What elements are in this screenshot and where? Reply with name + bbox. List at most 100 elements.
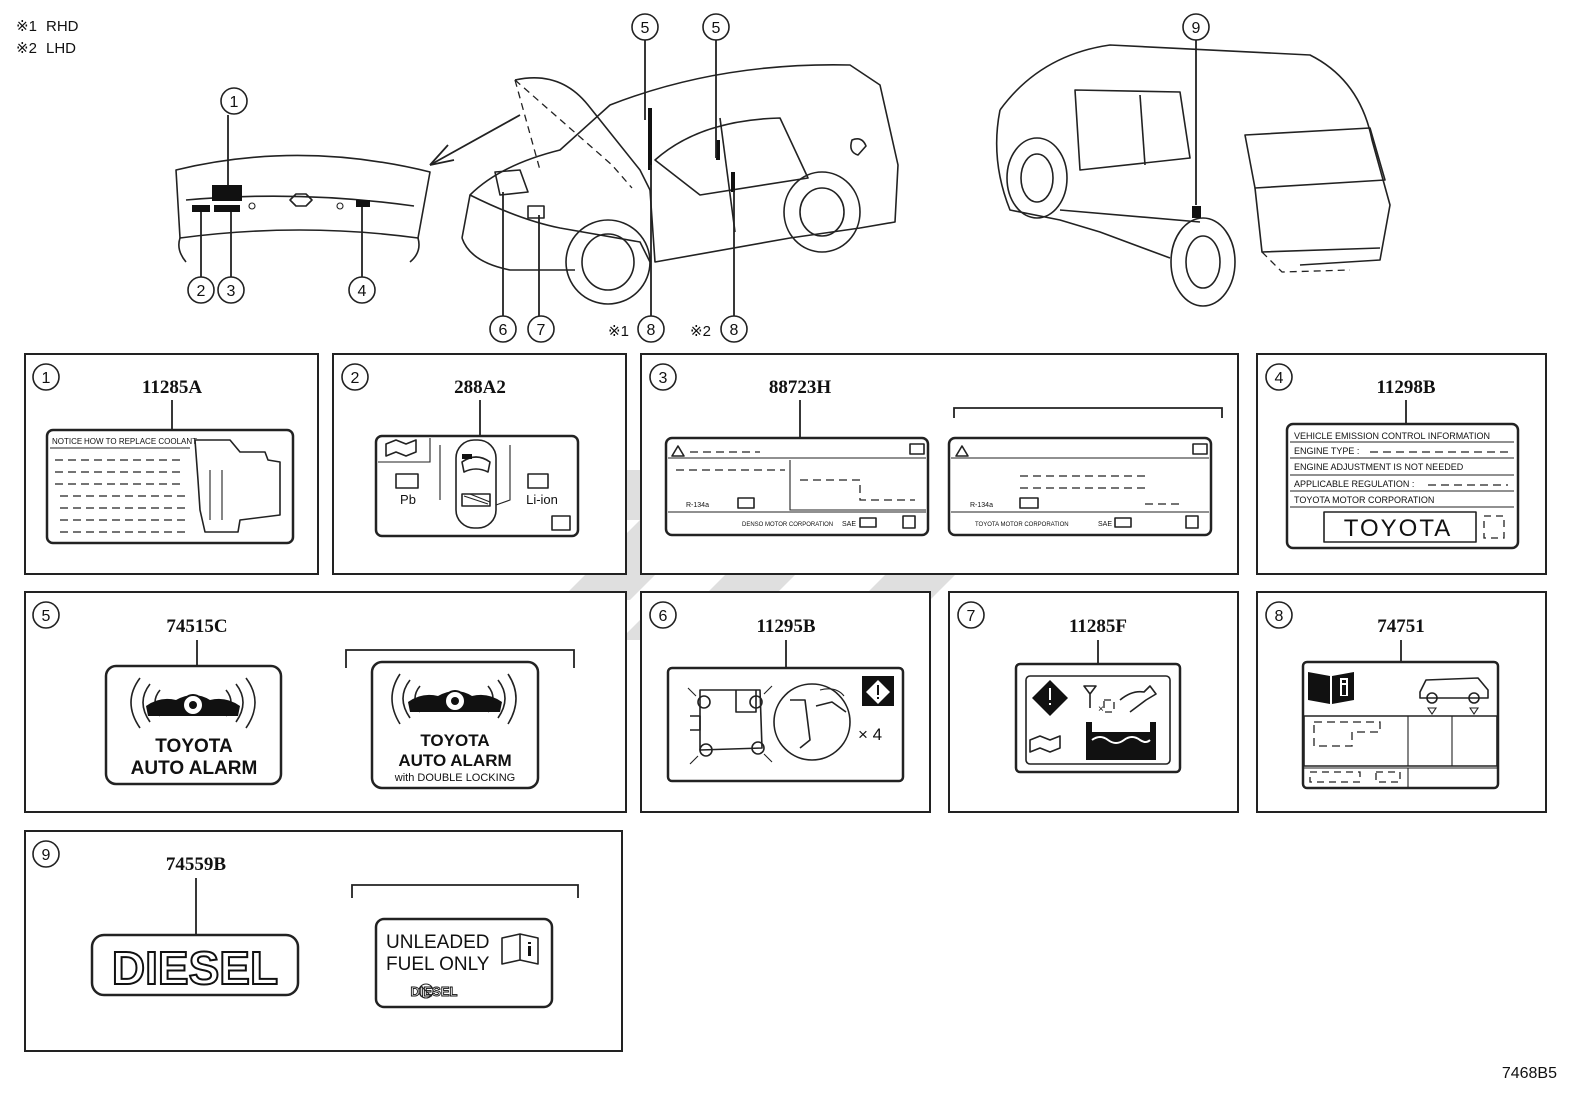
panel-6-times: × 4: [858, 725, 882, 744]
panel-1-notice: NOTICE: [52, 437, 82, 446]
lhd-mark: ※2: [690, 323, 711, 340]
panel-3-maker-a: DENSO MOTOR CORPORATION: [742, 522, 833, 528]
note-rhd-text: RHD: [46, 18, 79, 35]
note-lhd-mark: ※2: [16, 40, 37, 57]
panel-9-diesel: DIESEL: [112, 942, 278, 994]
panel-3-refrigerant-a: R-134a: [686, 502, 709, 509]
callout-8b: 8: [720, 315, 748, 343]
callout-6: 6: [489, 315, 517, 343]
panel-5-b-line2: AUTO ALARM: [398, 751, 511, 770]
legend-notes: ※1 RHD ※2 LHD: [16, 18, 79, 57]
panel-2-index: 2: [351, 370, 360, 387]
panel-2-part-number: 288A2: [454, 377, 506, 398]
svg-text:7: 7: [537, 322, 546, 339]
manual-info-icon-9: [501, 933, 539, 965]
panel-7-part-number: 11285F: [1069, 616, 1127, 637]
svg-text:6: 6: [499, 322, 508, 339]
no-open-icon: [1083, 685, 1097, 708]
panel-5: 5 74515C TOYOTA AUTO ALARM TOYOTA AUTO A…: [24, 591, 627, 813]
panel-5-b-line1: TOYOTA: [420, 731, 489, 750]
rhd-mark: ※1: [608, 323, 629, 340]
panel-3-index: 3: [659, 370, 668, 387]
panel-3-sae-b: SAE: [1098, 521, 1112, 528]
alarm-car-icon: [130, 677, 256, 729]
panel-6-index: 6: [659, 608, 668, 625]
panel-2: 2 288A2 Pb Li-ion: [332, 353, 627, 575]
panel-1: 1 11285A NOTICE HOW TO REPLACE COOLANT: [24, 353, 319, 575]
callout-5b: 5: [702, 13, 730, 41]
panel-4-line4: APPLICABLE REGULATION :: [1294, 479, 1414, 489]
manual-book-icon-7: [1029, 735, 1061, 753]
svg-text:9: 9: [1192, 20, 1201, 37]
vehicle-top-icon: [455, 439, 497, 529]
panel-5-part-number: 74515C: [166, 616, 227, 637]
panel-2-liion: Li-ion: [526, 492, 558, 507]
callout-3: 3: [217, 276, 245, 304]
panel-1-how: HOW TO REPLACE COOLANT: [84, 437, 197, 446]
panel-1-part-number: 11285A: [142, 377, 202, 398]
svg-text:8: 8: [730, 322, 739, 339]
battery-mount-icon: [687, 685, 773, 765]
panel-5-a-line1: TOYOTA: [155, 736, 233, 757]
panel-3-part-number: 88723H: [769, 377, 832, 398]
svg-text:5: 5: [712, 20, 721, 37]
panel-9-part-number: 74559B: [166, 854, 227, 875]
panel-8-part-number: 74751: [1377, 616, 1425, 637]
warning-triangle-icon: [671, 445, 685, 457]
panel-4-line1: VEHICLE EMISSION CONTROL INFORMATION: [1294, 431, 1490, 441]
panel-7: 7 11285F ×: [948, 591, 1239, 813]
svg-text:1: 1: [230, 94, 239, 111]
panel-4-line2: ENGINE TYPE :: [1294, 446, 1359, 456]
front-vehicle-illustration: [461, 40, 899, 316]
manual-book-icon: [385, 439, 417, 457]
panel-3-maker-b: TOYOTA MOTOR CORPORATION: [975, 522, 1069, 528]
rear-vehicle-illustration: [995, 40, 1391, 307]
svg-text:3: 3: [227, 283, 236, 300]
note-lhd-text: LHD: [46, 40, 76, 57]
panel-4-index: 4: [1275, 370, 1284, 387]
panel-5-a-line2: AUTO ALARM: [131, 758, 258, 779]
panel-4-line5: TOYOTA MOTOR CORPORATION: [1294, 495, 1434, 505]
svg-text:8: 8: [647, 322, 656, 339]
panel-9-unl1: UNLEADED: [386, 932, 489, 953]
panel-4-line3: ENGINE ADJUSTMENT IS NOT NEEDED: [1294, 462, 1464, 472]
callout-9: 9: [1182, 13, 1210, 41]
panel-6-part-number: 11295B: [756, 616, 815, 637]
callout-7: 7: [527, 315, 555, 343]
figure-code: 7468B5: [1502, 1065, 1557, 1082]
bolt-detail-icon: [773, 683, 851, 761]
battery-liion-icon: [527, 473, 549, 489]
panel-3: 3 88723H R-134a DENSO MOTOR CORPORATION …: [640, 353, 1239, 575]
callouts: 1 2 3 4 5 5 6 7 ※1 8 ※2 8 9: [187, 13, 1210, 343]
svg-text:2: 2: [197, 283, 206, 300]
svg-text:×: ×: [1098, 704, 1104, 715]
panel-1-index: 1: [42, 370, 51, 387]
panel-7-index: 7: [967, 608, 976, 625]
panel-4-brand: TOYOTA: [1344, 515, 1452, 542]
panel-3-refrigerant-b: R-134a: [970, 502, 993, 509]
panel-9-unl2: FUEL ONLY: [386, 954, 490, 975]
note-rhd-mark: ※1: [16, 18, 37, 35]
svg-text:4: 4: [358, 283, 367, 300]
panel-5-index: 5: [42, 608, 51, 625]
panel-9: 9 74559B DIESEL UNLEADED FUEL ONLY DIESE…: [24, 830, 623, 1052]
panel-5-b-line3: with DOUBLE LOCKING: [394, 772, 515, 784]
callout-5a: 5: [631, 13, 659, 41]
battery-pb-icon: [395, 473, 419, 489]
callout-4: 4: [348, 276, 376, 304]
panel-8-index: 8: [1275, 608, 1284, 625]
panel-9-small-diesel: DIESEL: [411, 984, 458, 999]
panel-4-part-number: 11298B: [1376, 377, 1435, 398]
panel-2-pb: Pb: [400, 492, 416, 507]
panel-8: 8 74751: [1256, 591, 1547, 813]
svg-text:5: 5: [641, 20, 650, 37]
hood-underside-illustration: [175, 114, 521, 280]
panel-3-sae-a: SAE: [842, 521, 856, 528]
alarm-car-icon-b: [391, 673, 517, 725]
panel-6: 6 11295B × 4: [640, 591, 931, 813]
panel-4: 4 11298B VEHICLE EMISSION CONTROL INFORM…: [1256, 353, 1547, 575]
callout-2: 2: [187, 276, 215, 304]
tire-pressure-car-icon: [1419, 677, 1489, 715]
warning-triangle-icon-b: [955, 445, 969, 457]
